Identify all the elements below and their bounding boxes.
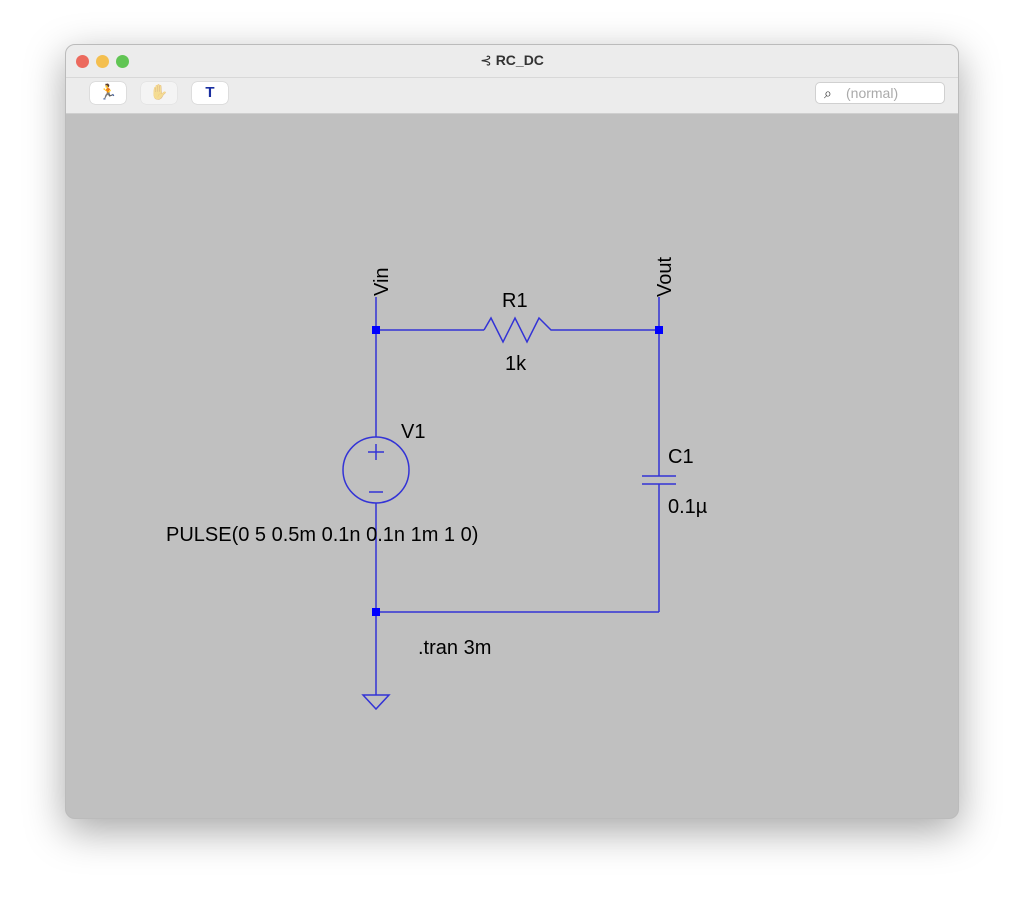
edit-button[interactable]: T	[192, 82, 228, 104]
schematic-window: ⊰ RC_DC 🏃 ✋ T ⌕ (normal)	[65, 44, 959, 819]
schematic-icon: ⊰	[480, 52, 496, 68]
hand-icon: ✋	[149, 84, 169, 101]
c1-name[interactable]: C1	[668, 446, 694, 468]
r1-value[interactable]: 1k	[505, 353, 527, 375]
net-label-vout[interactable]: Vout	[654, 257, 676, 297]
v1-name[interactable]: V1	[401, 421, 425, 443]
search-icon: ⌕	[824, 85, 832, 101]
running-man-icon: 🏃	[98, 84, 118, 101]
hammer-icon: T	[205, 84, 215, 101]
c1-value[interactable]: 0.1µ	[668, 496, 708, 518]
junction-node	[655, 326, 663, 334]
close-button[interactable]	[76, 55, 89, 68]
ground-icon[interactable]	[361, 694, 391, 711]
v1-value[interactable]: PULSE(0 5 0.5m 0.1n 0.1n 1m 1 0)	[166, 524, 478, 546]
minimize-button[interactable]	[96, 55, 109, 68]
junction-node	[372, 326, 380, 334]
resistor-r1[interactable]	[483, 316, 659, 344]
net-label-vin[interactable]: Vin	[371, 267, 393, 296]
halt-button[interactable]: ✋	[141, 82, 177, 104]
title-bar: ⊰ RC_DC	[66, 45, 958, 78]
toolbar: 🏃 ✋ T ⌕ (normal)	[66, 78, 958, 114]
search-placeholder: (normal)	[846, 85, 899, 101]
junction-node	[372, 608, 380, 616]
window-title-text: RC_DC	[495, 52, 544, 68]
zoom-button[interactable]	[116, 55, 129, 68]
run-button[interactable]: 🏃	[90, 82, 126, 104]
r1-name[interactable]: R1	[502, 290, 528, 312]
window-title: ⊰ RC_DC	[66, 52, 958, 69]
spice-directive[interactable]: .tran 3m	[418, 637, 491, 659]
search-input[interactable]: ⌕ (normal)	[815, 82, 945, 104]
